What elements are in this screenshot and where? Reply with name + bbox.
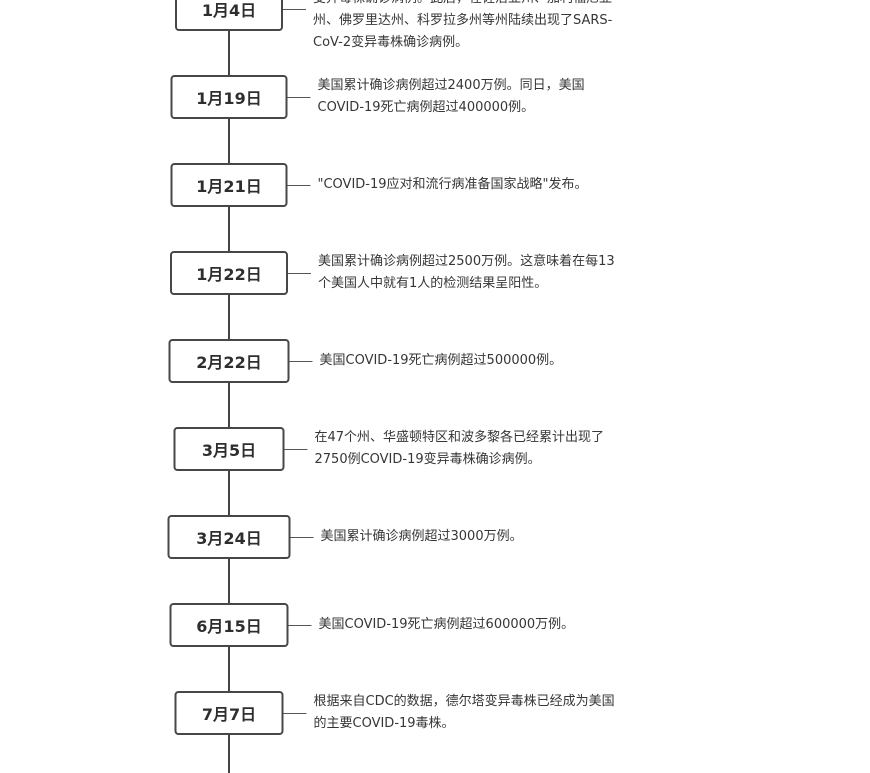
event-description: 美国累计确诊病例超过2400万例。同日，美国 COVID-19死亡病例超过400… xyxy=(318,75,585,119)
event-description: 美国累计确诊病例超过2500万例。这意味着在每13 个美国人中就有1人的检测结果… xyxy=(318,251,615,295)
date-label: 6月15日 xyxy=(196,617,262,636)
event-description: 根据来自CDC的数据，德尔塔变异毒株已经成为美国 的主要COVID-19毒株。 xyxy=(314,691,615,735)
date-label: 3月5日 xyxy=(201,441,257,460)
connector-line xyxy=(288,272,311,274)
event-description-line: 根据来自CDC的数据，德尔塔变异毒株已经成为美国 xyxy=(313,694,615,709)
date-box-mar-5: 3月5日 在47个州、华盛顿特区和波多黎各已经累计出现了 2750例COVID-… xyxy=(173,427,604,471)
event-description: 美国COVID-19死亡病例超过500000例。 xyxy=(320,350,563,372)
event-description: 在47个州、华盛顿特区和波多黎各已经累计出现了 2750例COVID-19变异毒… xyxy=(315,427,605,471)
event-description-line: 个美国人中就有1人的检测结果呈阳性。 xyxy=(318,276,548,291)
event-description-line: 2750例COVID-19变异毒株确诊病例。 xyxy=(314,452,541,467)
event-description: 变异毒株确诊病例。此后，在佐治亚州、加利福尼亚 州、佛罗里达州、科罗拉多州等州陆… xyxy=(313,0,612,54)
connector-line xyxy=(283,8,306,10)
event-description-line: 美国COVID-19死亡病例超过600000万例。 xyxy=(318,617,575,632)
date-box-jan-19: 1月19日 美国累计确诊病例超过2400万例。同日，美国 COVID-19死亡病… xyxy=(170,75,585,119)
event-description-line: 美国累计确诊病例超过3000万例。 xyxy=(320,529,523,544)
connector-line xyxy=(284,448,308,450)
date-box-jun-15: 6月15日 美国COVID-19死亡病例超过600000万例。 xyxy=(169,603,574,647)
date-label: 1月4日 xyxy=(201,1,257,20)
connector-line xyxy=(290,536,314,538)
date-label: 1月22日 xyxy=(196,265,262,284)
event-description-line: "COVID-19应对和流行病准备国家战略"发布。 xyxy=(317,177,588,192)
timeline-spine xyxy=(228,0,230,773)
event-description-line: 美国COVID-19死亡病例超过500000例。 xyxy=(319,353,563,368)
event-description: "COVID-19应对和流行病准备国家战略"发布。 xyxy=(318,174,588,196)
date-label: 3月24日 xyxy=(196,529,262,548)
event-description-line: COVID-19死亡病例超过400000例。 xyxy=(317,100,535,115)
date-box-mar-24: 3月24日 美国累计确诊病例超过3000万例。 xyxy=(167,515,523,559)
event-description: 美国COVID-19死亡病例超过600000万例。 xyxy=(319,614,575,636)
connector-line xyxy=(287,96,311,98)
event-description-line: 的主要COVID-19毒株。 xyxy=(313,716,455,731)
date-box-jan-22: 1月22日 美国累计确诊病例超过2500万例。这意味着在每13 个美国人中就有1… xyxy=(170,251,615,295)
event-description-line: 州、佛罗里达州、科罗拉多州等州陆续出现了SARS- xyxy=(313,13,613,28)
event-description: 美国累计确诊病例超过3000万例。 xyxy=(321,526,523,548)
event-description-line: 美国累计确诊病例超过2400万例。同日，美国 xyxy=(317,78,585,93)
date-label: 7月7日 xyxy=(201,705,257,724)
connector-line xyxy=(283,712,307,714)
event-description-line: 在47个州、华盛顿特区和波多黎各已经累计出现了 xyxy=(314,430,605,445)
date-label: 1月19日 xyxy=(196,89,262,108)
date-box-jan-4: 1月4日 变异毒株确诊病例。此后，在佐治亚州、加利福尼亚 州、佛罗里达州、科罗拉… xyxy=(175,0,612,50)
date-box-jul-7: 7月7日 根据来自CDC的数据，德尔塔变异毒株已经成为美国 的主要COVID-1… xyxy=(174,691,615,735)
date-label: 1月21日 xyxy=(196,177,262,196)
date-box-feb-22: 2月22日 美国COVID-19死亡病例超过500000例。 xyxy=(168,339,562,383)
event-description-line: CoV-2变异毒株确诊病例。 xyxy=(313,35,469,50)
connector-line xyxy=(289,360,313,362)
event-description-line: 美国累计确诊病例超过2500万例。这意味着在每13 xyxy=(318,254,615,269)
date-label: 2月22日 xyxy=(196,353,262,372)
connector-line xyxy=(287,184,311,186)
connector-line xyxy=(288,624,312,626)
event-description-line: 变异毒株确诊病例。此后，在佐治亚州、加利福尼亚 xyxy=(313,0,612,10)
date-box-jan-21: 1月21日 "COVID-19应对和流行病准备国家战略"发布。 xyxy=(170,163,588,207)
